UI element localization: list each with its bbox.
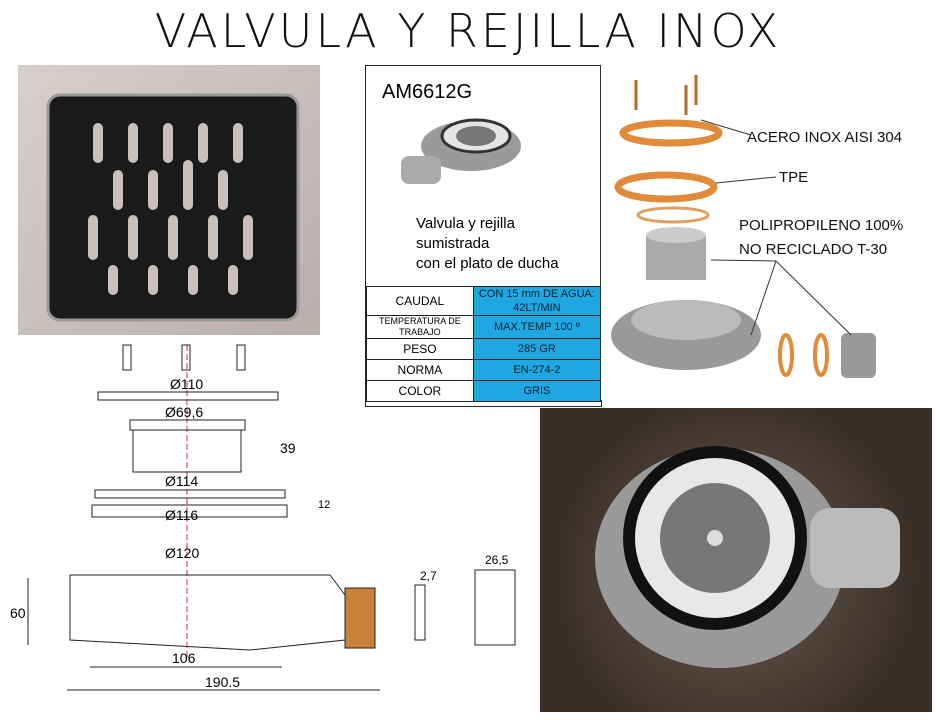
grate-photo [18, 65, 320, 335]
dimension: Ø110 [170, 376, 204, 392]
dimension: 39 [280, 440, 296, 456]
dimension: Ø69,6 [165, 404, 204, 420]
material-label: TPE [779, 169, 809, 186]
dimension: Ø120 [165, 545, 200, 561]
exploded-view: ACERO INOX AISI 304 TPE POLIPROPILENO 10… [600, 65, 903, 400]
product-code: AM6612G [382, 81, 473, 103]
dimension: 2,7 [420, 569, 437, 583]
dimension: 12 [318, 499, 331, 511]
dimension: Ø114 [165, 473, 199, 489]
spec-value: 285 GR [472, 338, 602, 360]
spec-label: COLOR [366, 380, 474, 402]
description: Valvula y rejilla sumistrada con el plat… [416, 214, 559, 274]
dimension: 60 [10, 605, 26, 621]
dimension: Ø116 [165, 507, 199, 523]
description-line: Valvula y rejilla [416, 215, 515, 232]
material-label: POLIPROPILENO 100% [739, 217, 904, 234]
spec-value: GRIS [472, 380, 602, 402]
dimension: 190.5 [205, 674, 241, 690]
spec-value: EN-274-2 [472, 359, 602, 381]
page-title: VALVULA Y REJILLA INOX [154, 4, 782, 58]
description-line: sumistrada [416, 235, 490, 252]
dimension: 106 [172, 650, 196, 666]
spec-value: MAX.TEMP 100 º [472, 315, 602, 339]
material-label: ACERO INOX AISI 304 [747, 129, 903, 146]
spec-label: CAUDAL [366, 286, 474, 316]
spec-panel: AM6612G Valvula y rejilla sumistrada con… [365, 65, 602, 407]
dimension: 26,5 [485, 553, 509, 567]
valve-image [401, 118, 521, 184]
material-label: NO RECICLADO T-30 [739, 241, 888, 258]
spec-label: TEMPERATURA DE TRABAJO [366, 315, 474, 339]
technical-drawing: Ø110 Ø69,6 39 Ø114 12 Ø116 Ø120 60 106 1… [0, 340, 540, 722]
description-line: con el plato de ducha [416, 255, 559, 272]
spec-value: CON 15 mm DE AGUA: 42LT/MIN [472, 286, 602, 316]
valve-photo [540, 408, 932, 712]
